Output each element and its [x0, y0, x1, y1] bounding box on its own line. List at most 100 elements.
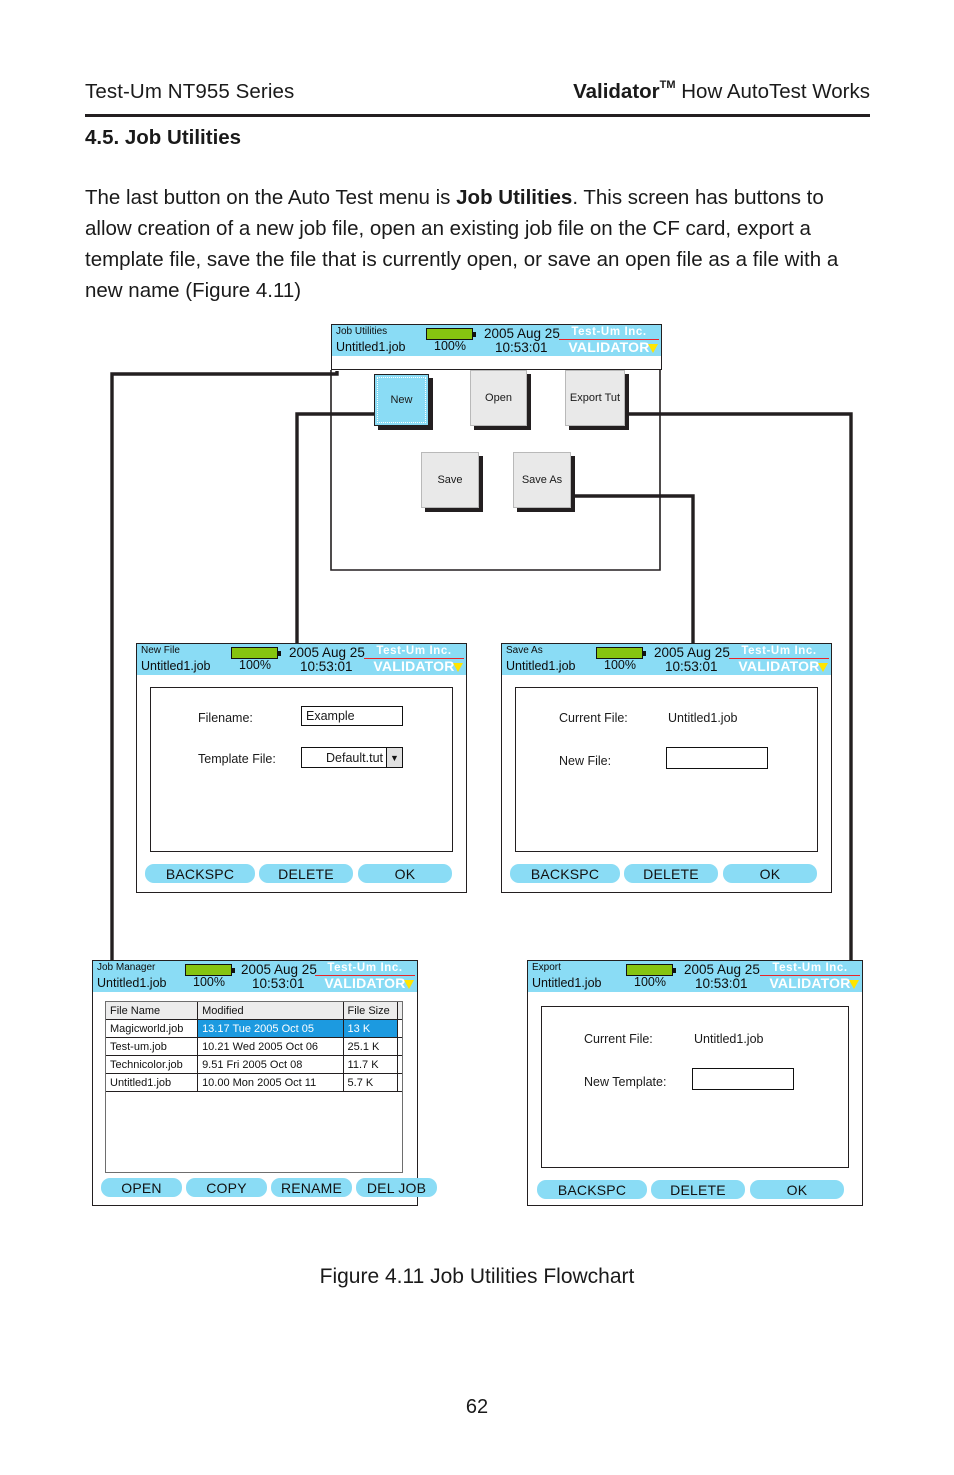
body-post: . This screen has buttons to allow creat… [85, 186, 839, 302]
cell-modified: 9.51 Fri 2005 Oct 08 [198, 1056, 344, 1074]
cell-file-size: 11.7 K [343, 1056, 399, 1074]
column-header-file-size: File Size [344, 1002, 399, 1019]
status-jobfile: Untitled1.job [532, 976, 602, 990]
logo-triangle-icon [849, 980, 859, 989]
battery-percent: 100% [634, 975, 666, 989]
test-um-validator-logo: Test-Um Inc. VALIDATOR [559, 326, 659, 355]
logo-company-name: Test-Um Inc. [729, 645, 829, 659]
battery-percent: 100% [434, 339, 466, 353]
document-header: Test-Um NT955 Series ValidatorTM How Aut… [85, 79, 870, 117]
softkey-ok[interactable]: OK [750, 1180, 844, 1199]
screen-job-manager[interactable]: Job Manager Untitled1.job 100% 2005 Aug … [92, 960, 437, 1206]
form-panel: Current File: Untitled1.job New File: [515, 687, 818, 852]
softkey-backspc[interactable]: BACKSPC [145, 864, 255, 883]
form-panel: Filename: Example Template File: Default… [150, 687, 453, 852]
softkey-delete[interactable]: DELETE [651, 1180, 745, 1199]
screen-new-file[interactable]: New File Untitled1.job 100% 2005 Aug 25 … [136, 643, 467, 893]
softkey-copy[interactable]: COPY [186, 1178, 267, 1197]
section-heading: 4.5. Job Utilities [85, 126, 242, 149]
softkey-backspc[interactable]: BACKSPC [537, 1180, 647, 1199]
cell-modified: 10.00 Mon 2005 Oct 11 [198, 1074, 344, 1092]
softkey-row: BACKSPC DELETE OK [137, 864, 466, 886]
softkey-ok[interactable]: OK [358, 864, 452, 883]
filename-input[interactable]: Example [301, 706, 403, 726]
logo-product-name: VALIDATOR [373, 658, 455, 674]
status-bar: Save As Untitled1.job 100% 2005 Aug 25 1… [502, 644, 831, 675]
softkey-backspc[interactable]: BACKSPC [510, 864, 620, 883]
column-header-file-name: File Name [106, 1002, 199, 1019]
softkey-del-job[interactable]: DEL JOB [356, 1178, 437, 1197]
trademark-mark: TM [659, 79, 676, 92]
button-save-as[interactable]: Save As [513, 452, 571, 508]
status-bar: Job Manager Untitled1.job 100% 2005 Aug … [93, 961, 417, 992]
logo-company-name: Test-Um Inc. [364, 645, 464, 659]
logo-triangle-icon [453, 663, 463, 672]
cell-file-name: Untitled1.job [106, 1074, 199, 1092]
status-jobfile: Untitled1.job [97, 976, 167, 990]
test-um-validator-logo: Test-Um Inc. VALIDATOR [760, 962, 860, 991]
button-export-tut[interactable]: Export Tut [565, 370, 625, 426]
test-um-validator-logo: Test-Um Inc. VALIDATOR [315, 962, 415, 991]
status-date: 2005 Aug 25 [289, 645, 365, 660]
cell-file-name: Technicolor.job [106, 1056, 199, 1074]
cell-modified: 13.17 Tue 2005 Oct 05 [198, 1020, 344, 1038]
table-row[interactable]: Magicworld.job 13.17 Tue 2005 Oct 05 13 … [106, 1020, 403, 1038]
status-date: 2005 Aug 25 [484, 326, 560, 341]
status-time: 10:53:01 [665, 659, 718, 674]
table-row[interactable]: Untitled1.job 10.00 Mon 2005 Oct 11 5.7 … [106, 1074, 403, 1092]
job-file-table[interactable]: File Name Modified File Size Magicworld.… [105, 1001, 403, 1173]
new-file-input[interactable] [666, 747, 768, 769]
cell-file-name: Test-um.job [106, 1038, 199, 1056]
screen-title: Job Manager [97, 962, 156, 973]
softkey-row: BACKSPC DELETE OK [502, 864, 831, 886]
column-header-modified: Modified [198, 1002, 344, 1019]
status-jobfile: Untitled1.job [336, 340, 406, 354]
battery-icon [185, 964, 235, 976]
screen-export[interactable]: Export Untitled1.job 100% 2005 Aug 25 10… [527, 960, 863, 1206]
logo-company-name: Test-Um Inc. [760, 962, 860, 976]
page-number: 62 [465, 1396, 489, 1418]
button-new[interactable]: New [374, 374, 429, 426]
status-time: 10:53:01 [252, 976, 305, 991]
cell-spacer [398, 1074, 403, 1092]
logo-company-name: Test-Um Inc. [315, 962, 415, 976]
test-um-validator-logo: Test-Um Inc. VALIDATOR [729, 645, 829, 674]
chevron-down-icon[interactable]: ▼ [386, 748, 402, 767]
logo-product-name: VALIDATOR [769, 975, 851, 991]
table-row[interactable]: Technicolor.job 9.51 Fri 2005 Oct 08 11.… [106, 1056, 403, 1074]
screen-save-as[interactable]: Save As Untitled1.job 100% 2005 Aug 25 1… [501, 643, 832, 893]
status-bar: Export Untitled1.job 100% 2005 Aug 25 10… [528, 961, 862, 992]
softkey-ok[interactable]: OK [723, 864, 817, 883]
logo-company-name: Test-Um Inc. [559, 326, 659, 340]
new-template-label: New Template: [584, 1075, 667, 1089]
softkey-delete[interactable]: DELETE [624, 864, 718, 883]
status-bar: Job Utilities Untitled1.job 100% 2005 Au… [332, 325, 661, 356]
softkey-rename[interactable]: RENAME [271, 1178, 352, 1197]
logo-product-name: VALIDATOR [738, 658, 820, 674]
status-bar: New File Untitled1.job 100% 2005 Aug 25 … [137, 644, 466, 675]
body-paragraph: The last button on the Auto Test menu is… [85, 182, 875, 306]
current-file-label: Current File: [584, 1032, 653, 1046]
screen-job-utilities[interactable]: Job Utilities Untitled1.job 100% 2005 Au… [331, 324, 662, 370]
button-save[interactable]: Save [421, 452, 479, 508]
table-row[interactable]: Test-um.job 10.21 Wed 2005 Oct 06 25.1 K [106, 1038, 403, 1056]
new-template-input[interactable] [692, 1068, 794, 1090]
battery-icon [626, 964, 676, 976]
logo-product-name: VALIDATOR [568, 339, 650, 355]
cell-file-name: Magicworld.job [106, 1020, 199, 1038]
logo-product-name: VALIDATOR [324, 975, 406, 991]
cell-file-size: 13 K [343, 1020, 399, 1038]
softkey-delete[interactable]: DELETE [259, 864, 353, 883]
table-empty-area [106, 1092, 402, 1160]
button-open[interactable]: Open [470, 370, 527, 426]
header-right-title: ValidatorTM How AutoTest Works [573, 79, 870, 104]
softkey-open[interactable]: OPEN [101, 1178, 182, 1197]
template-file-label: Template File: [198, 752, 276, 766]
battery-percent: 100% [193, 975, 225, 989]
current-file-value: Untitled1.job [694, 1032, 764, 1046]
logo-triangle-icon [818, 663, 828, 672]
cell-file-size: 5.7 K [343, 1074, 399, 1092]
cell-spacer [398, 1038, 403, 1056]
template-file-dropdown[interactable]: Default.tut ▼ [301, 747, 403, 768]
screen-title: New File [141, 645, 180, 656]
